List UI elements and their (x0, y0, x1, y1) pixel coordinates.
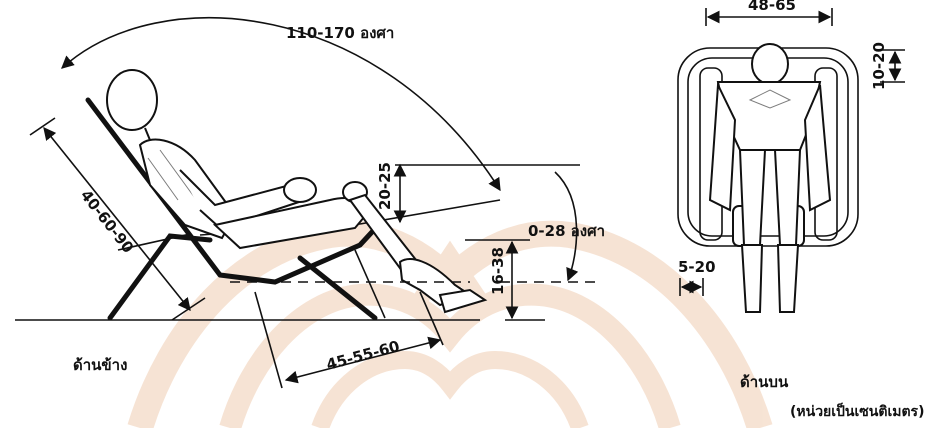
front-leg-2 (354, 249, 386, 319)
mannequin-head (106, 69, 158, 131)
top-view: 48-65 10-20 5-20 ด้านบน (677, 0, 905, 391)
side-view-caption: ด้านข้าง (73, 356, 127, 374)
side-gap-label: 5-20 (678, 258, 716, 276)
mannequin-left-leg-top (738, 149, 767, 246)
seat-depth-dimension (284, 336, 442, 384)
back-offset-label: 10-20 (870, 42, 888, 90)
backrest-length-dimension (43, 127, 191, 311)
mannequin-left-foot-top (740, 244, 764, 313)
mannequin-head-top (751, 43, 789, 85)
watermark-seal (127, 220, 773, 428)
seat-tilt-arc (554, 171, 579, 282)
mannequin-right-leg-top (773, 149, 802, 246)
armrest-height-label: 20-25 (376, 162, 394, 210)
front-leg (297, 255, 378, 321)
width-label: 48-65 (748, 0, 796, 14)
mannequin-hand (283, 177, 317, 203)
seat-tilt-label: 0-28 องศา (528, 222, 605, 240)
recline-angle-arc (61, 17, 501, 192)
side-view: 110-170 องศา 40-60-90 20-25 0-28 องศา 16… (15, 17, 605, 389)
top-view-caption: ด้านบน (740, 373, 789, 391)
seat (217, 229, 375, 285)
mannequin-toe (438, 288, 488, 314)
mannequin-left-arm-top (708, 81, 737, 212)
recline-angle-label: 110-170 องศา (286, 24, 394, 42)
seated-mannequin (106, 69, 488, 314)
seat-height-label: 16-38 (489, 247, 507, 295)
units-note: (หน่วยเป็นเซนติเมตร) (790, 402, 924, 420)
mannequin-right-arm-top (803, 84, 832, 212)
backrest-length-label: 40-60-90 (77, 186, 137, 256)
mannequin-right-foot-top (776, 244, 800, 313)
mannequin-top (708, 43, 832, 313)
